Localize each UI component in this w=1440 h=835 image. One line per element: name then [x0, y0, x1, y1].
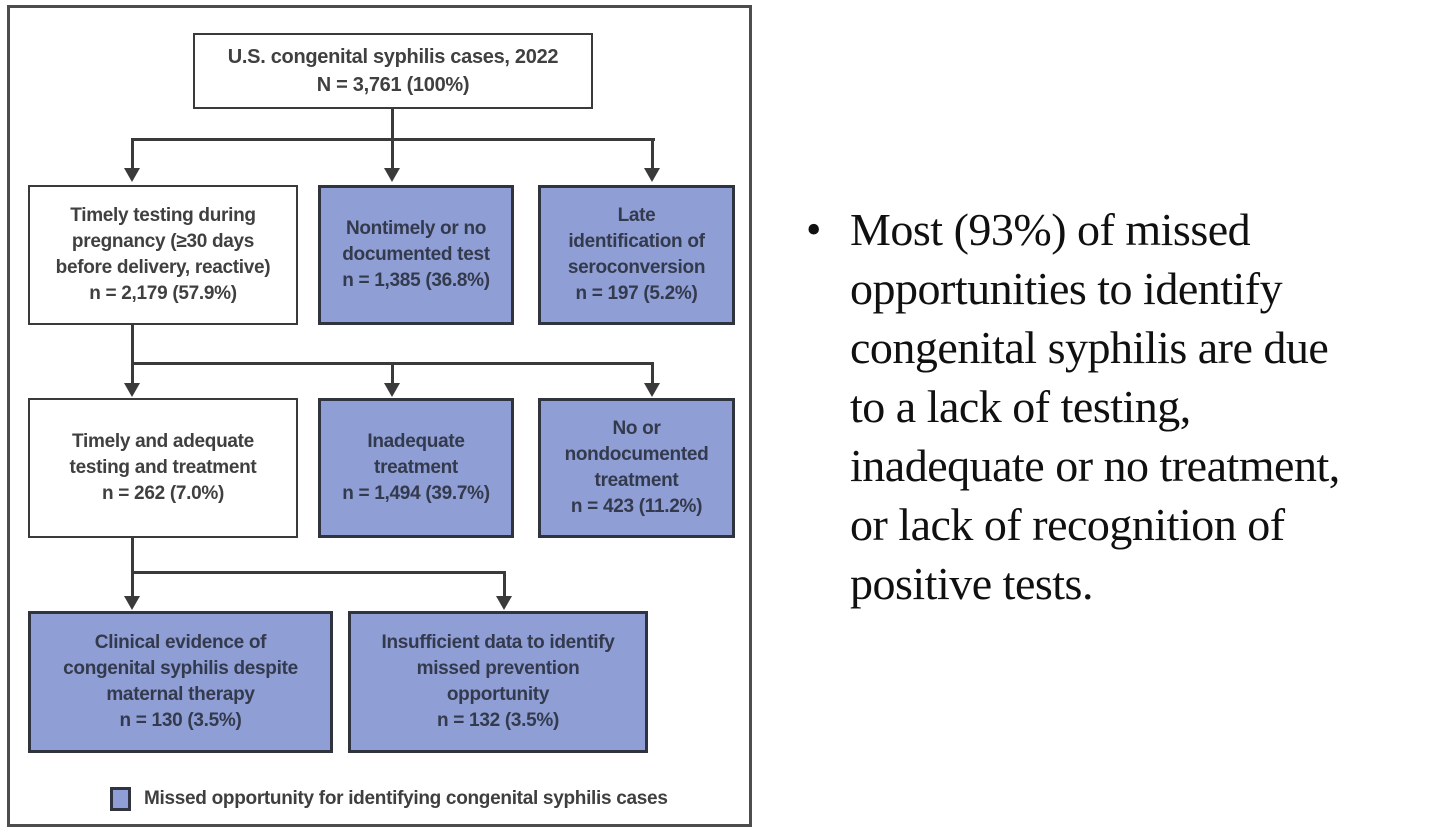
- flow-node-no-or-nondocumented-treatment: No or nondocumented treatment n = 423 (1…: [538, 398, 735, 538]
- flow-node-label: Insufficient data to identify missed pre…: [381, 632, 615, 731]
- flow-node-label: Timely testing during pregnancy (≥30 day…: [55, 205, 271, 304]
- flow-node-label: No or nondocumented treatment n = 423 (1…: [564, 418, 709, 517]
- connector-line: [391, 138, 394, 169]
- bullet-icon: •: [806, 205, 822, 254]
- flow-node-clinical-evidence-despite-maternal-therapy: Clinical evidence of congenital syphilis…: [28, 611, 333, 753]
- flow-node-label: Late identification of seroconversion n …: [567, 205, 706, 304]
- flow-node-root-label: U.S. congenital syphilis cases, 2022 N =…: [227, 46, 559, 96]
- flow-node-late-identification-of-seroconversion: Late identification of seroconversion n …: [538, 185, 735, 325]
- connector-line: [131, 571, 134, 597]
- key-finding-note: • Most (93%) of missed opportunities to …: [806, 200, 1432, 613]
- arrow-down-icon: [384, 168, 400, 182]
- legend: Missed opportunity for identifying conge…: [110, 782, 668, 816]
- arrow-down-icon: [124, 383, 140, 397]
- connector-line: [391, 362, 394, 384]
- flow-node-timely-and-adequate-testing-and-treatment: Timely and adequate testing and treatmen…: [28, 398, 298, 538]
- connector-line: [651, 362, 654, 384]
- flow-node-root: U.S. congenital syphilis cases, 2022 N =…: [193, 33, 593, 109]
- connector-line: [131, 362, 134, 384]
- flow-node-nontimely-or-no-documented-test: Nontimely or no documented test n = 1,38…: [318, 185, 514, 325]
- arrow-down-icon: [124, 596, 140, 610]
- arrow-down-icon: [384, 383, 400, 397]
- connector-line: [391, 107, 394, 140]
- arrow-down-icon: [644, 168, 660, 182]
- flow-node-timely-testing: Timely testing during pregnancy (≥30 day…: [28, 185, 298, 325]
- flow-node-insufficient-data: Insufficient data to identify missed pre…: [348, 611, 648, 753]
- flow-node-label: Timely and adequate testing and treatmen…: [69, 431, 257, 504]
- flow-node-label: Inadequate treatment n = 1,494 (39.7%): [342, 431, 490, 504]
- flow-node-label: Clinical evidence of congenital syphilis…: [63, 632, 298, 731]
- connector-line: [131, 325, 134, 365]
- legend-label: Missed opportunity for identifying conge…: [144, 788, 668, 809]
- flowchart-panel: U.S. congenital syphilis cases, 2022 N =…: [7, 5, 752, 827]
- arrow-down-icon: [644, 383, 660, 397]
- flow-node-inadequate-treatment: Inadequate treatment n = 1,494 (39.7%): [318, 398, 514, 538]
- connector-line: [131, 571, 506, 574]
- missed-opportunity-swatch-icon: [110, 787, 131, 811]
- connector-line: [503, 571, 506, 597]
- connector-line: [131, 138, 134, 169]
- connector-line: [131, 538, 134, 574]
- connector-line: [651, 138, 654, 169]
- flow-node-label: Nontimely or no documented test n = 1,38…: [342, 218, 490, 291]
- arrow-down-icon: [124, 168, 140, 182]
- arrow-down-icon: [496, 596, 512, 610]
- key-finding-text: Most (93%) of missed opportunities to id…: [850, 204, 1340, 609]
